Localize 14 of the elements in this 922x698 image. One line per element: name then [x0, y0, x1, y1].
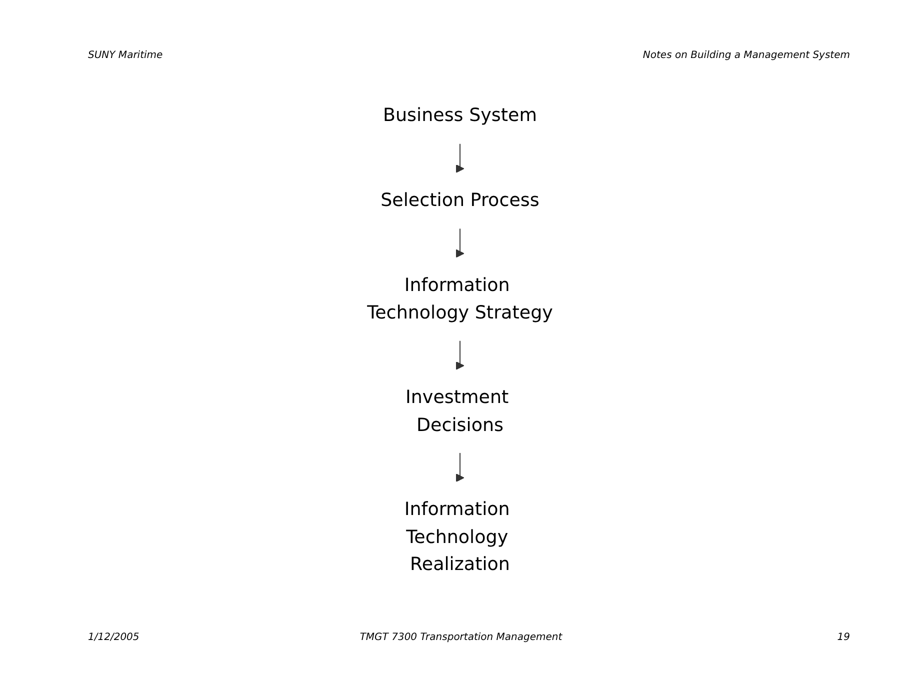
header-text: Notes on Building a Management System: [642, 50, 850, 61]
footer-text: TMGT 7300 Transportation Management: [360, 632, 562, 643]
node-text: Selection Process: [380, 190, 540, 211]
page-number: 19: [837, 632, 850, 643]
node-text: Information Technology Strategy: [367, 274, 553, 323]
header-text: SUNY Maritime: [88, 50, 163, 61]
node-text: Information Technology Realization: [404, 498, 510, 575]
footer-text: 1/12/2005: [88, 632, 140, 643]
arrow: [456, 452, 464, 482]
node-text: Investment Decisions: [406, 386, 509, 436]
node-text: Business System: [382, 104, 538, 126]
arrow: [456, 340, 464, 370]
arrow: [456, 143, 464, 173]
arrow: [456, 228, 464, 258]
